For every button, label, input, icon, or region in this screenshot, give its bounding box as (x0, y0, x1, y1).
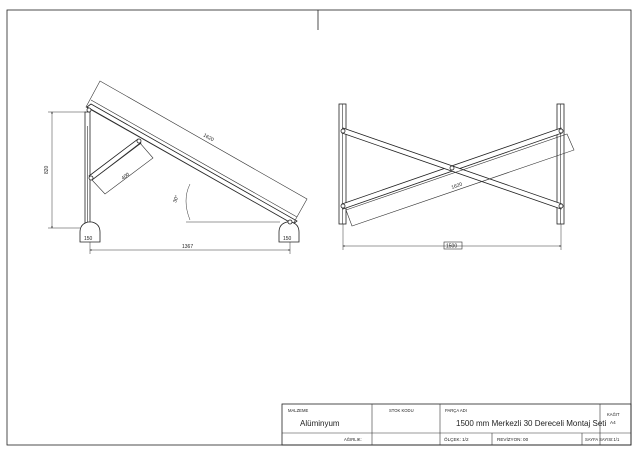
side-joint-brace (88, 175, 94, 181)
part-name-label: PARÇA ADI (445, 408, 467, 413)
rear-joint-bottom-left (340, 203, 346, 209)
revision-label: REVİZYON: 00 (497, 436, 529, 442)
dim-height: 820 (44, 165, 50, 174)
rear-joint-top-right (558, 128, 564, 134)
side-sloped-rail (86, 103, 298, 225)
side-angle-arc (185, 183, 191, 221)
stock-code-label: STOK KODU (389, 408, 414, 413)
dim-width: 1500 (446, 244, 457, 250)
dim-base-length: 1367 (182, 244, 193, 250)
rear-view: 1620 1500 (338, 103, 575, 250)
paper-value: A4 (610, 420, 616, 425)
rear-joint-bottom-right (558, 203, 564, 209)
scale-label: ÖLÇEK: 1/2 (444, 436, 469, 442)
part-name-value: 1500 mm Merkezli 30 Dereceli Montaj Seti (456, 419, 607, 428)
dim-diagonal-length: 1620 (451, 182, 464, 191)
rear-joint-center (449, 165, 455, 171)
dim-foot-left: 150 (84, 236, 93, 242)
side-joint-right (287, 219, 293, 225)
dim-foot-right: 150 (283, 236, 292, 242)
weight-label: AĞIRLIK: (344, 437, 362, 442)
side-rail-top-edge (90, 99, 298, 218)
side-foot-left (79, 221, 101, 243)
material-value: Alüminyum (300, 419, 340, 428)
dim-slope-length: 1620 (202, 133, 215, 144)
dim-angle: 30° (172, 195, 180, 204)
rear-joint-top-left (340, 128, 346, 134)
side-joint-top (86, 107, 92, 113)
dim-brace-length: 400 (121, 172, 131, 182)
material-label: MALZEME (288, 408, 308, 413)
paper-label: KAĞIT (607, 412, 620, 417)
side-joint-rail (136, 138, 142, 144)
page-label: SAYFA SAYISI:1/1 (585, 437, 620, 442)
dim-width-box (443, 241, 463, 250)
title-block: MALZEME Alüminyum STOK KODU PARÇA ADI 15… (281, 403, 632, 446)
side-brace-dimension-box (91, 142, 154, 195)
side-panel-outline (85, 80, 308, 225)
sheet-border (6, 9, 632, 446)
title-block-frame (281, 403, 632, 446)
rear-brace-outline (345, 133, 575, 227)
side-diagonal-brace (88, 138, 142, 181)
side-view: 1620 400 820 30° 1367 150 150 (44, 80, 308, 254)
